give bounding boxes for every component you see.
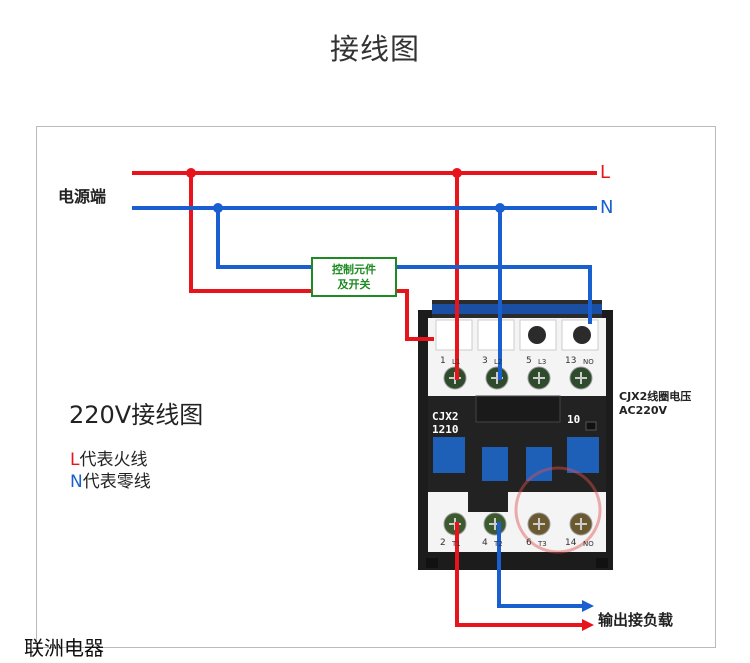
legend-l-text: 代表火线 bbox=[79, 450, 148, 470]
arrow-output-l bbox=[582, 619, 594, 631]
wire-n-to-coil bbox=[395, 265, 592, 324]
control-box-line2: 及开关 bbox=[337, 278, 371, 291]
bottom-notch bbox=[468, 492, 508, 512]
junction-dot bbox=[213, 203, 223, 213]
junction-dot bbox=[452, 168, 462, 178]
junction-dot bbox=[495, 203, 505, 213]
legend-n-letter: N bbox=[70, 472, 83, 492]
top-screws bbox=[443, 366, 593, 390]
coil-voltage-note: CJX2线圈电压 AC220V bbox=[619, 390, 691, 418]
terminal-label: T2 bbox=[494, 540, 503, 548]
line-n-label: N bbox=[600, 197, 614, 218]
wire-terminal-4-out bbox=[497, 522, 584, 608]
terminal-label: NO bbox=[583, 540, 594, 548]
junction-dot bbox=[186, 168, 196, 178]
legend-n-text: 代表零线 bbox=[82, 472, 151, 492]
terminal-label: NO bbox=[583, 358, 594, 366]
legend-live-line: L代表火线 bbox=[70, 445, 147, 470]
arrow-output-n bbox=[582, 600, 594, 612]
terminal-label: 2 bbox=[440, 538, 446, 548]
legend-neutral-line: N代表零线 bbox=[70, 467, 151, 492]
terminal-label: L3 bbox=[538, 358, 547, 366]
terminal-label: 14 bbox=[565, 538, 577, 548]
terminal-label: T3 bbox=[538, 540, 547, 548]
terminal-label: 13 bbox=[565, 356, 577, 366]
top-terminal-slot bbox=[519, 319, 557, 351]
top-terminal-slot bbox=[477, 319, 515, 351]
control-box-line1: 控制元件 bbox=[332, 263, 376, 276]
diagram-title: 220V接线图 bbox=[69, 401, 204, 429]
top-terminal-slot bbox=[435, 319, 473, 351]
wire-n-to-control-level bbox=[216, 206, 313, 269]
wire-l-to-control bbox=[189, 171, 313, 293]
contactor-aux-code: 10 bbox=[567, 413, 581, 426]
contactor-top-label-strip bbox=[432, 304, 602, 314]
terminal-label: T1 bbox=[452, 540, 461, 548]
contactor-model: CJX2 bbox=[432, 410, 459, 423]
indicator-window bbox=[482, 447, 508, 481]
terminal-label: 5 bbox=[526, 356, 532, 366]
terminal-label: L1 bbox=[452, 358, 461, 366]
coil-voltage-line1: CJX2线圈电压 bbox=[619, 390, 692, 403]
terminal-label: 4 bbox=[482, 538, 488, 548]
indicator-window-right bbox=[567, 437, 599, 473]
aux-marker bbox=[585, 421, 597, 431]
page-title: 接线图 bbox=[329, 32, 420, 66]
contactor bbox=[418, 300, 613, 570]
coil-terminal-a1 bbox=[528, 326, 546, 344]
indicator-window-left bbox=[433, 437, 465, 473]
armature-cover bbox=[475, 395, 561, 423]
watermark-stamp bbox=[514, 466, 602, 554]
terminal-label: 3 bbox=[482, 356, 488, 366]
output-load-label: 输出接负载 bbox=[598, 611, 674, 629]
line-l-label: L bbox=[600, 162, 611, 183]
legend-l-letter: L bbox=[70, 450, 80, 470]
wire-control-to-coil bbox=[395, 289, 434, 341]
brand-label: 联洲电器 bbox=[24, 636, 104, 660]
terminal-label: 6 bbox=[526, 538, 532, 548]
indicator-window bbox=[526, 447, 552, 481]
coil-voltage-line2: AC220V bbox=[619, 404, 668, 417]
wires bbox=[132, 171, 597, 627]
contactor-rating: 1210 bbox=[432, 423, 459, 436]
diagram-frame bbox=[36, 126, 716, 648]
power-source-label: 电源端 bbox=[58, 187, 107, 206]
control-element-box: 控制元件 及开关 bbox=[311, 257, 397, 297]
coil-terminal-a2 bbox=[573, 326, 591, 344]
terminal-label: L2 bbox=[494, 358, 503, 366]
terminal-label: 1 bbox=[440, 356, 446, 366]
